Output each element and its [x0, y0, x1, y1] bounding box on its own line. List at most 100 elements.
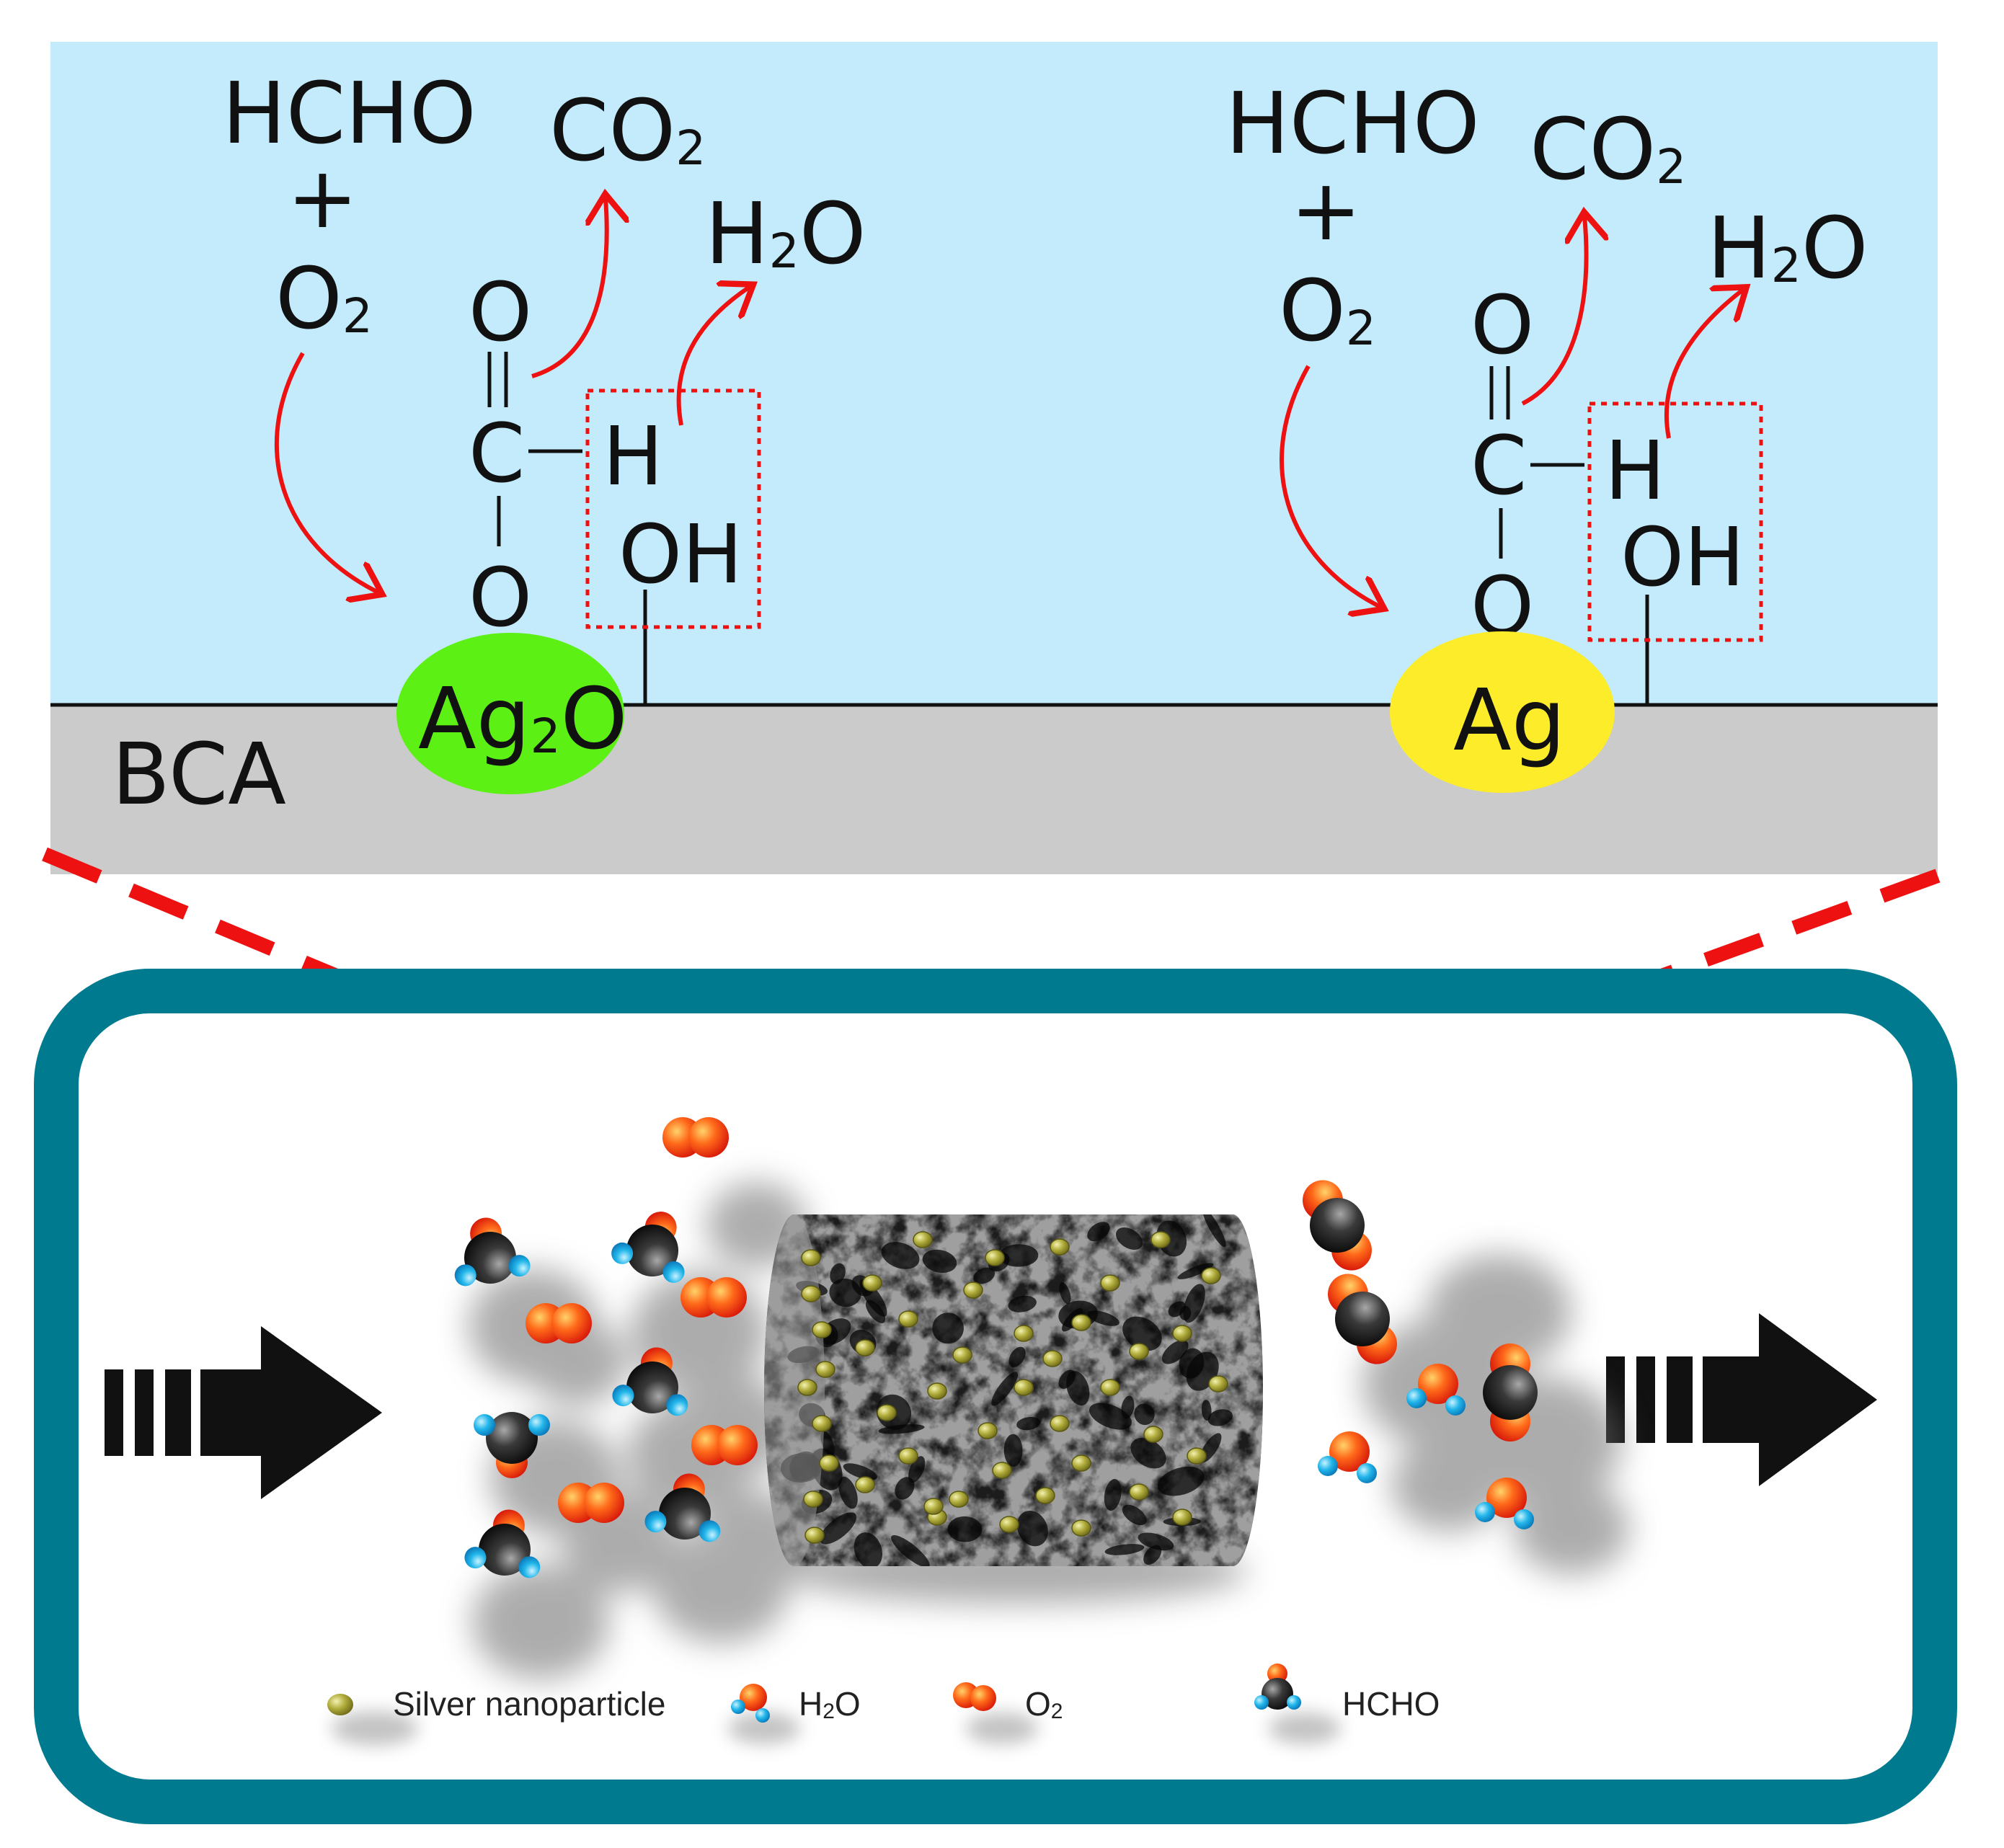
co2-molecule	[1328, 1274, 1397, 1364]
inlet-flow-arrow	[105, 1326, 382, 1499]
water-elimination-box	[1587, 401, 1763, 642]
silver-nanoparticle	[985, 1249, 1005, 1266]
atom-oxygen-top: O	[469, 266, 532, 360]
h2o-release-arrow	[1664, 290, 1743, 439]
bca-monolith	[764, 1214, 1263, 1566]
legend-formaldehyde: HCHO	[1254, 1663, 1440, 1723]
silver-nanoparticle	[999, 1516, 1019, 1533]
hydroxyl-group: OH	[619, 508, 742, 602]
silver-nanoparticle	[1050, 1415, 1070, 1432]
silver-nanoparticle	[1187, 1447, 1207, 1465]
silver-nanoparticle	[855, 1339, 875, 1356]
atom-carbon: C	[469, 407, 525, 501]
o2-molecule	[526, 1303, 592, 1343]
monolith-inlet-face	[764, 1214, 825, 1566]
silver-nanoparticle	[801, 1285, 821, 1302]
hcho-molecule	[612, 1347, 688, 1416]
reactant-hcho: HCHO	[222, 63, 476, 163]
atom-oxygen-top: O	[1471, 279, 1534, 373]
silver-nanoparticle	[927, 1382, 947, 1400]
o2-molecule	[691, 1425, 758, 1465]
silver-nanoparticle	[898, 1447, 918, 1465]
silver-nanoparticle	[1050, 1238, 1070, 1256]
product-h2o: H2O	[1707, 198, 1868, 298]
legend-silver-nanoparticle: Silver nanoparticle	[327, 1685, 665, 1723]
atom-carbon: C	[1471, 419, 1527, 513]
product-co2: CO2	[1530, 99, 1686, 199]
water-elimination-box	[585, 388, 761, 629]
adsorption-arrow	[1280, 365, 1380, 607]
o2-molecule	[558, 1483, 624, 1523]
adsorption-arrow	[274, 352, 378, 592]
silver-nanoparticle	[803, 1491, 823, 1508]
co2-molecule	[1483, 1343, 1538, 1441]
silver-nanoparticle	[812, 1415, 832, 1432]
silver-nanoparticle	[923, 1498, 944, 1515]
silver-nanoparticle	[1208, 1375, 1228, 1392]
silver-nanoparticle	[1100, 1379, 1120, 1396]
silver-nanoparticle	[855, 1476, 875, 1493]
silver-nanoparticle	[1129, 1343, 1149, 1360]
silver-nanoparticle	[819, 1454, 839, 1472]
silver-nanoparticle	[804, 1527, 825, 1544]
product-h2o: H2O	[705, 184, 866, 283]
silver-nanoparticle	[913, 1231, 933, 1248]
o2-molecule	[680, 1277, 747, 1318]
ag-label: Ag	[1453, 670, 1566, 770]
h2o-molecule	[1406, 1364, 1466, 1416]
silver-nanoparticle	[952, 1346, 972, 1364]
silver-nanoparticle	[815, 1361, 835, 1378]
silver-nanoparticle	[1042, 1350, 1063, 1367]
legend-oxygen: O2	[953, 1682, 1063, 1723]
plus-sign: +	[287, 148, 358, 247]
silver-nanoparticle	[1035, 1487, 1055, 1504]
silver-nanoparticle	[1071, 1519, 1091, 1537]
silver-nanoparticle	[1172, 1509, 1192, 1526]
silver-nanoparticle	[1071, 1454, 1091, 1472]
o2-molecule	[662, 1117, 729, 1158]
h2o-release-arrow	[676, 287, 750, 426]
co2-molecule	[1303, 1180, 1372, 1271]
gas-molecules	[454, 1117, 1538, 1578]
svg-text:O2: O2	[1025, 1685, 1063, 1723]
hcho-molecule	[464, 1509, 541, 1578]
ag-particle	[1390, 631, 1615, 793]
ag2o-label: Ag2O	[418, 669, 628, 768]
silver-nanoparticles	[797, 1231, 1228, 1544]
silver-nanoparticle	[977, 1422, 998, 1439]
silver-nanoparticle	[963, 1281, 983, 1299]
silver-nanoparticle	[949, 1491, 969, 1508]
silver-nanoparticle	[801, 1249, 821, 1266]
mechanism-ag: HCHO + O2 CO2 H2O O C O H OH Ag	[1225, 74, 1868, 793]
bca-substrate	[50, 705, 1938, 874]
silver-nanoparticle	[1201, 1267, 1221, 1284]
legend: Silver nanoparticle H2O O2 HCHO	[327, 1663, 1440, 1746]
co2-release-arrow	[1521, 216, 1587, 406]
silver-nanoparticle	[1143, 1426, 1163, 1443]
silver-nanoparticle	[992, 1462, 1012, 1479]
hydroxyl-group: OH	[1621, 511, 1744, 605]
svg-text:H2O: H2O	[799, 1685, 861, 1723]
reactant-hcho: HCHO	[1225, 74, 1480, 173]
ag2o-particle	[396, 633, 624, 794]
silver-nanoparticle	[1172, 1325, 1192, 1342]
silver-nanoparticle	[862, 1274, 882, 1292]
hcho-molecule	[454, 1217, 531, 1287]
atom-hydrogen: H	[603, 410, 663, 504]
reactant-o2: O2	[1279, 261, 1376, 360]
outlet-flow-arrow	[1606, 1313, 1877, 1486]
product-co2: CO2	[549, 81, 706, 180]
silver-nanoparticle	[877, 1404, 897, 1421]
legend-water: H2O	[731, 1684, 861, 1723]
silver-nanoparticle	[1129, 1483, 1149, 1501]
silver-nanoparticle	[1014, 1379, 1034, 1396]
silver-nanoparticle	[1150, 1231, 1171, 1248]
hcho-molecule	[474, 1412, 550, 1478]
h2o-molecule	[1475, 1478, 1534, 1529]
substrate-label: BCA	[112, 724, 286, 824]
atom-hydrogen: H	[1605, 425, 1665, 518]
hcho-molecule	[644, 1473, 721, 1542]
svg-text:HCHO: HCHO	[1342, 1685, 1440, 1723]
silver-nanoparticle	[812, 1321, 832, 1338]
